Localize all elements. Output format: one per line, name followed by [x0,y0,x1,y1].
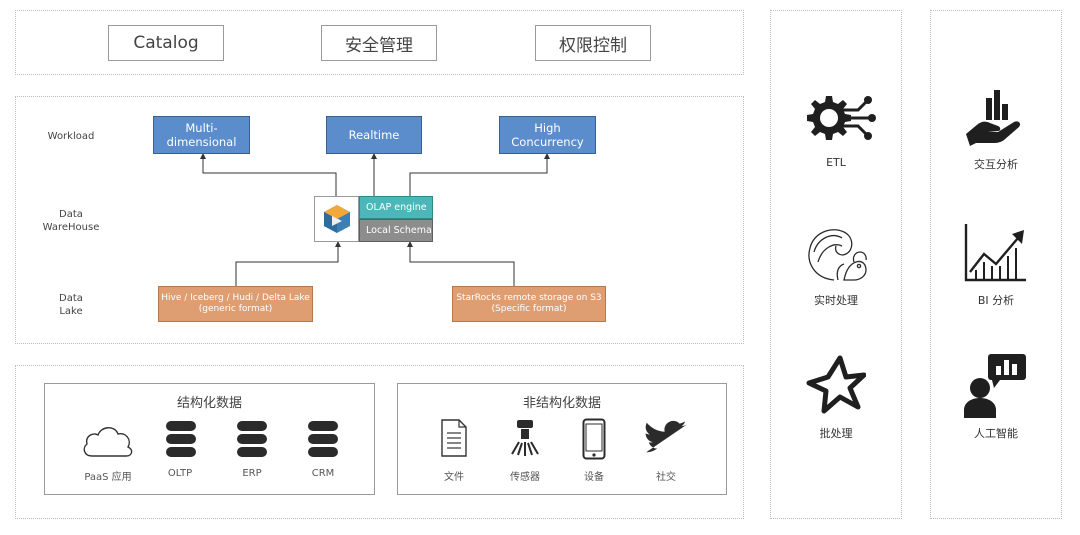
workload-multidimensional-line1: Multi- [185,121,218,135]
database-icon [237,421,267,457]
connector-s3-to-engine [407,241,515,286]
lake-s3-line1: StarRocks remote storage on S3 [456,293,602,303]
unstructured-item-label: 文件 [444,472,464,483]
unstructured-data-title: 非结构化数据 [522,396,601,411]
row-label-warehouse-line2: WareHouse [42,222,100,233]
security-management-box: 安全管理 [321,25,437,61]
row-label-workload-text: Workload [47,131,95,142]
analysis-item-label: BI 分析 [977,294,1015,307]
starrocks-logo-icon [323,205,350,233]
processing-item-label: 批处理 [819,427,853,440]
workload-high-concurrency-line1: High [534,121,561,135]
row-label-lake-line2: Lake [59,306,83,317]
document-icon [441,419,467,457]
permission-control-box: 权限控制 [535,25,651,61]
cloud-icon [83,427,133,457]
workload-realtime-box: Realtime [326,116,422,154]
structured-item-label: ERP [242,468,262,479]
etl-gear-icon [807,96,876,140]
connector-hive-to-engine [235,241,341,286]
star-outline-icon [806,355,866,414]
database-icon [308,421,338,457]
unstructured-item-label: 传感器 [510,472,540,483]
structured-item-label: CRM [311,468,335,479]
analysis-item-label: 交互分析 [974,158,1018,171]
lake-hive-iceberg-box: Hive / Iceberg / Hudi / Delta Lake (gene… [158,286,313,322]
sensor-icon [511,420,539,456]
row-label-warehouse: Data WareHouse [36,208,106,234]
lake-s3-line2: (Specific format) [491,304,567,314]
workload-multidimensional-box: Multi- dimensional [153,116,250,154]
lake-hive-line2: (generic format) [198,304,273,314]
row-label-lake: Data Lake [36,292,106,318]
connector-engine-to-highconc [409,153,550,196]
hand-chart-icon [966,90,1021,146]
local-schema-box: Local Schema [359,219,433,242]
analysis-item-label: 人工智能 [974,427,1018,440]
lake-starrocks-s3-box: StarRocks remote storage on S3 (Specific… [452,286,606,322]
processing-item-label: ETL [826,156,846,169]
phone-icon [582,418,606,460]
workload-multidimensional-line2: dimensional [166,135,237,149]
ai-person-icon [964,354,1026,418]
processing-column [770,10,902,519]
structured-item-label: OLTP [167,468,193,479]
connector-engine-to-multidim [200,153,337,196]
catalog-box: Catalog [108,25,224,61]
data-sources-panel [15,365,744,519]
flink-squirrel-icon [808,229,867,281]
structured-item-label: PaaS 应用 [84,472,132,483]
analysis-column [930,10,1062,519]
row-label-warehouse-line1: Data [59,209,83,220]
growth-chart-icon [964,224,1026,282]
architecture-panel [15,96,744,344]
workload-high-concurrency-box: High Concurrency [499,116,596,154]
starrocks-logo-box [314,196,359,242]
row-label-lake-line1: Data [59,293,83,304]
structured-data-title: 结构化数据 [176,396,242,411]
unstructured-item-label: 社交 [656,472,676,483]
top-bar-panel [15,10,744,75]
database-icon [166,421,196,457]
unstructured-data-box [397,383,727,495]
lake-hive-line1: Hive / Iceberg / Hudi / Delta Lake [161,293,310,303]
unstructured-item-label: 设备 [584,472,604,483]
row-label-workload: Workload [36,130,106,143]
olap-engine-box: OLAP engine [359,196,433,219]
twitter-icon [645,420,687,453]
workload-realtime-label: Realtime [348,128,400,142]
processing-item-label: 实时处理 [814,294,858,307]
workload-high-concurrency-line2: Concurrency [511,135,584,149]
